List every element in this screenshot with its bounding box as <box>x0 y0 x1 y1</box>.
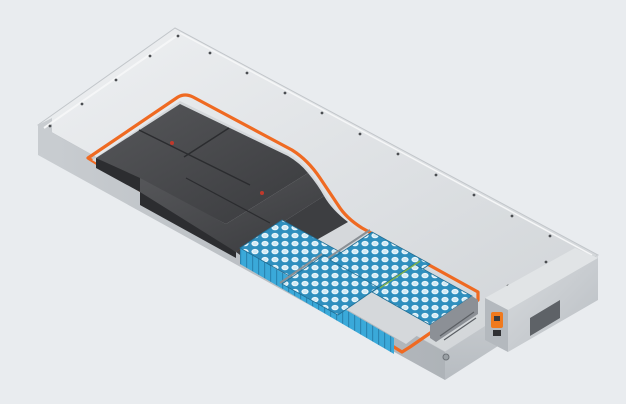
tray-end-plate <box>430 296 478 342</box>
service-panel <box>530 300 560 336</box>
orange-seal <box>86 93 480 354</box>
module-cover-rear <box>96 104 308 224</box>
rim-bolts <box>48 34 588 312</box>
front-fitting <box>442 353 450 361</box>
cover-bolt-red <box>170 141 174 145</box>
cover-bolt-red <box>260 191 264 195</box>
cell-modules <box>239 219 478 354</box>
connector-box <box>485 248 598 352</box>
module-cover-mid <box>140 173 324 252</box>
housing-left-wall <box>38 118 52 155</box>
connector-box-top <box>485 248 598 310</box>
